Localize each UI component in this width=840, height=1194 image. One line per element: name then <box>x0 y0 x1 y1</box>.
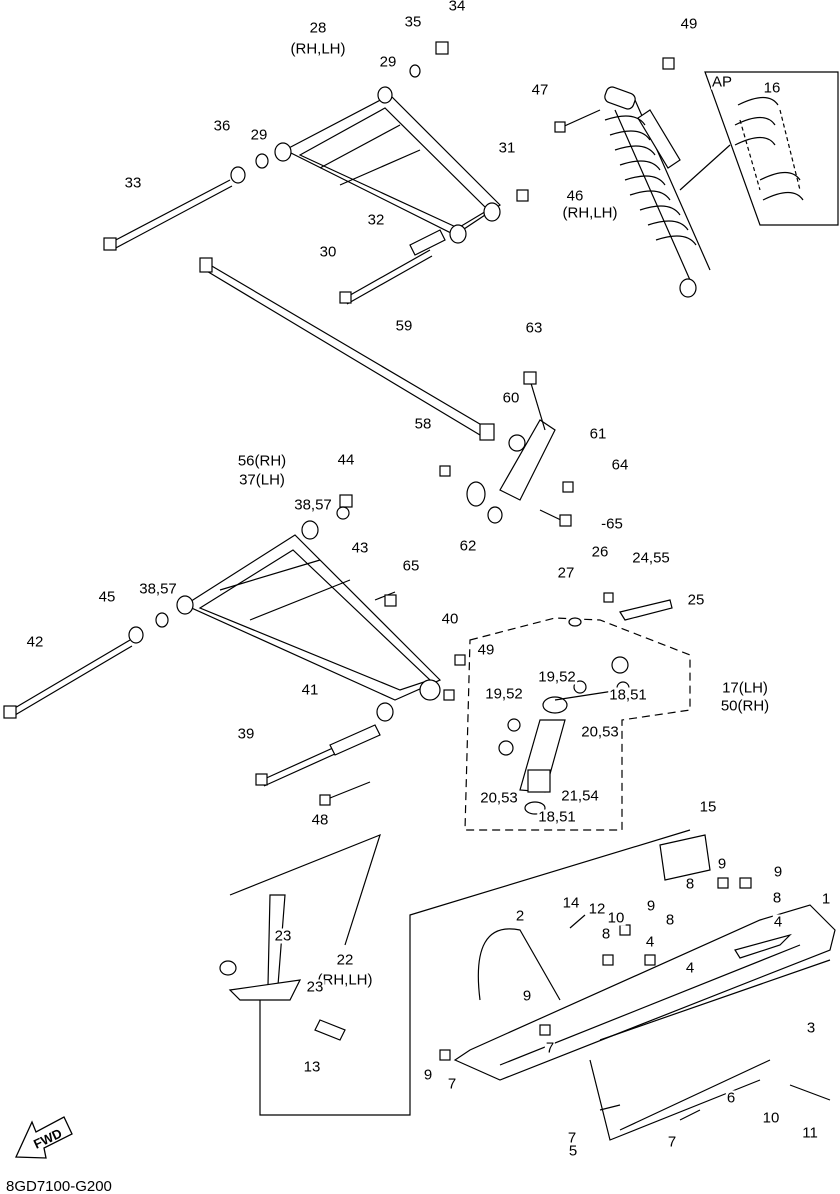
callout-label: 42 <box>25 633 45 651</box>
callout-label: (RH,LH) <box>561 204 619 222</box>
fwd-label: FWD <box>31 1126 64 1152</box>
upper-a-arm <box>274 86 501 244</box>
callout-label: 49 <box>679 15 699 33</box>
callout-label: 8 <box>600 925 612 943</box>
callout-label: 29 <box>378 53 398 71</box>
callout-label: 3 <box>805 1019 817 1037</box>
callout-label: 5 <box>567 1142 579 1160</box>
callout-label: 14 <box>561 894 581 912</box>
ap-box-label: AP <box>710 73 734 91</box>
callout-label: 61 <box>588 425 608 443</box>
callout-label: 19,52 <box>537 668 577 686</box>
callout-label: 24,55 <box>631 549 671 567</box>
callout-label: 11 <box>801 1124 819 1142</box>
callout-label: 33 <box>123 174 143 192</box>
callout-label: 21,54 <box>560 787 600 805</box>
callout-label: 9 <box>521 987 533 1005</box>
fwd-arrow-icon: FWD <box>14 1112 74 1167</box>
callout-label: 27 <box>556 564 576 582</box>
callout-label: 18,51 <box>608 686 648 704</box>
callout-label: 40 <box>440 610 460 628</box>
callout-label: 8 <box>771 889 783 907</box>
bolts-upper <box>103 41 675 305</box>
callout-label: 17(LH) <box>721 679 769 697</box>
ski <box>439 834 836 1141</box>
callout-label: 19,52 <box>484 685 524 703</box>
callout-label: 23 <box>273 927 293 945</box>
callout-label: 48 <box>310 811 330 829</box>
callout-label: 13 <box>302 1058 322 1076</box>
callout-label: 26 <box>590 543 610 561</box>
callout-label: -65 <box>600 515 624 533</box>
callout-label: 29 <box>249 126 269 144</box>
callout-label: 7 <box>566 1129 578 1147</box>
callout-label: 36 <box>212 117 232 135</box>
callout-label: 43 <box>350 539 370 557</box>
callout-label: 4 <box>644 933 656 951</box>
callout-label: 2 <box>514 907 526 925</box>
callout-label: 9 <box>772 863 784 881</box>
callout-label: 18,51 <box>537 808 577 826</box>
callout-label: 12 <box>587 900 607 918</box>
steering-column <box>219 829 691 1116</box>
callout-label: 34 <box>447 0 467 15</box>
tie-rod <box>199 257 495 441</box>
callout-label: 41 <box>300 681 320 699</box>
callout-label: 7 <box>446 1075 458 1093</box>
callout-label: 49 <box>476 641 496 659</box>
callout-label: 10 <box>606 909 626 927</box>
callout-label: 20,53 <box>479 789 519 807</box>
callout-label: 8 <box>684 875 696 893</box>
callout-label: 7 <box>666 1133 678 1151</box>
callout-label: (RH,LH) <box>289 40 347 58</box>
lower-a-arm <box>3 494 466 806</box>
diagram-code: 8GD7100-G200 <box>6 1178 112 1194</box>
callout-label: 32 <box>366 211 386 229</box>
callout-label: 46 <box>565 187 585 205</box>
callout-label: 56(RH) <box>236 452 288 470</box>
callout-label: 37(LH) <box>238 471 286 489</box>
callout-label: 39 <box>236 725 256 743</box>
steering-bracket <box>439 371 574 527</box>
callout-label: 7 <box>544 1039 556 1057</box>
shock-absorber <box>604 71 839 298</box>
callout-label: 35 <box>403 13 423 31</box>
callout-label: 22 <box>335 951 355 969</box>
callout-label: 65 <box>401 557 421 575</box>
callout-label: 47 <box>530 81 550 99</box>
callout-label: 59 <box>394 317 414 335</box>
callout-label: 23 <box>305 978 325 996</box>
callout-label: 28 <box>308 19 328 37</box>
callout-label: 16 <box>762 79 782 97</box>
callout-label: 62 <box>458 537 478 555</box>
callout-label: 58 <box>413 415 433 433</box>
callout-label: 9 <box>716 855 728 873</box>
callout-label: 4 <box>772 913 784 931</box>
callout-label: 60 <box>501 389 521 407</box>
callout-label: 25 <box>686 591 706 609</box>
callout-label: 38,57 <box>138 580 178 598</box>
callout-label: 31 <box>497 139 517 157</box>
callout-label: 45 <box>97 588 117 606</box>
callout-label: (RH,LH) <box>316 971 374 989</box>
callout-label: 44 <box>336 451 356 469</box>
callout-label: 9 <box>422 1066 434 1084</box>
callout-label: 38,57 <box>293 496 333 514</box>
callout-label: 10 <box>761 1109 781 1127</box>
callout-label: 50(RH) <box>719 697 771 715</box>
callout-label: 30 <box>318 243 338 261</box>
callout-label: 15 <box>698 798 718 816</box>
callout-label: 64 <box>610 456 630 474</box>
callout-label: 9 <box>645 897 657 915</box>
callout-label: 8 <box>664 911 676 929</box>
callout-label: 63 <box>524 319 544 337</box>
callout-label: 4 <box>684 959 696 977</box>
callout-label: 20,53 <box>580 723 620 741</box>
callout-label: 6 <box>725 1089 737 1107</box>
callout-label: 1 <box>820 890 832 908</box>
